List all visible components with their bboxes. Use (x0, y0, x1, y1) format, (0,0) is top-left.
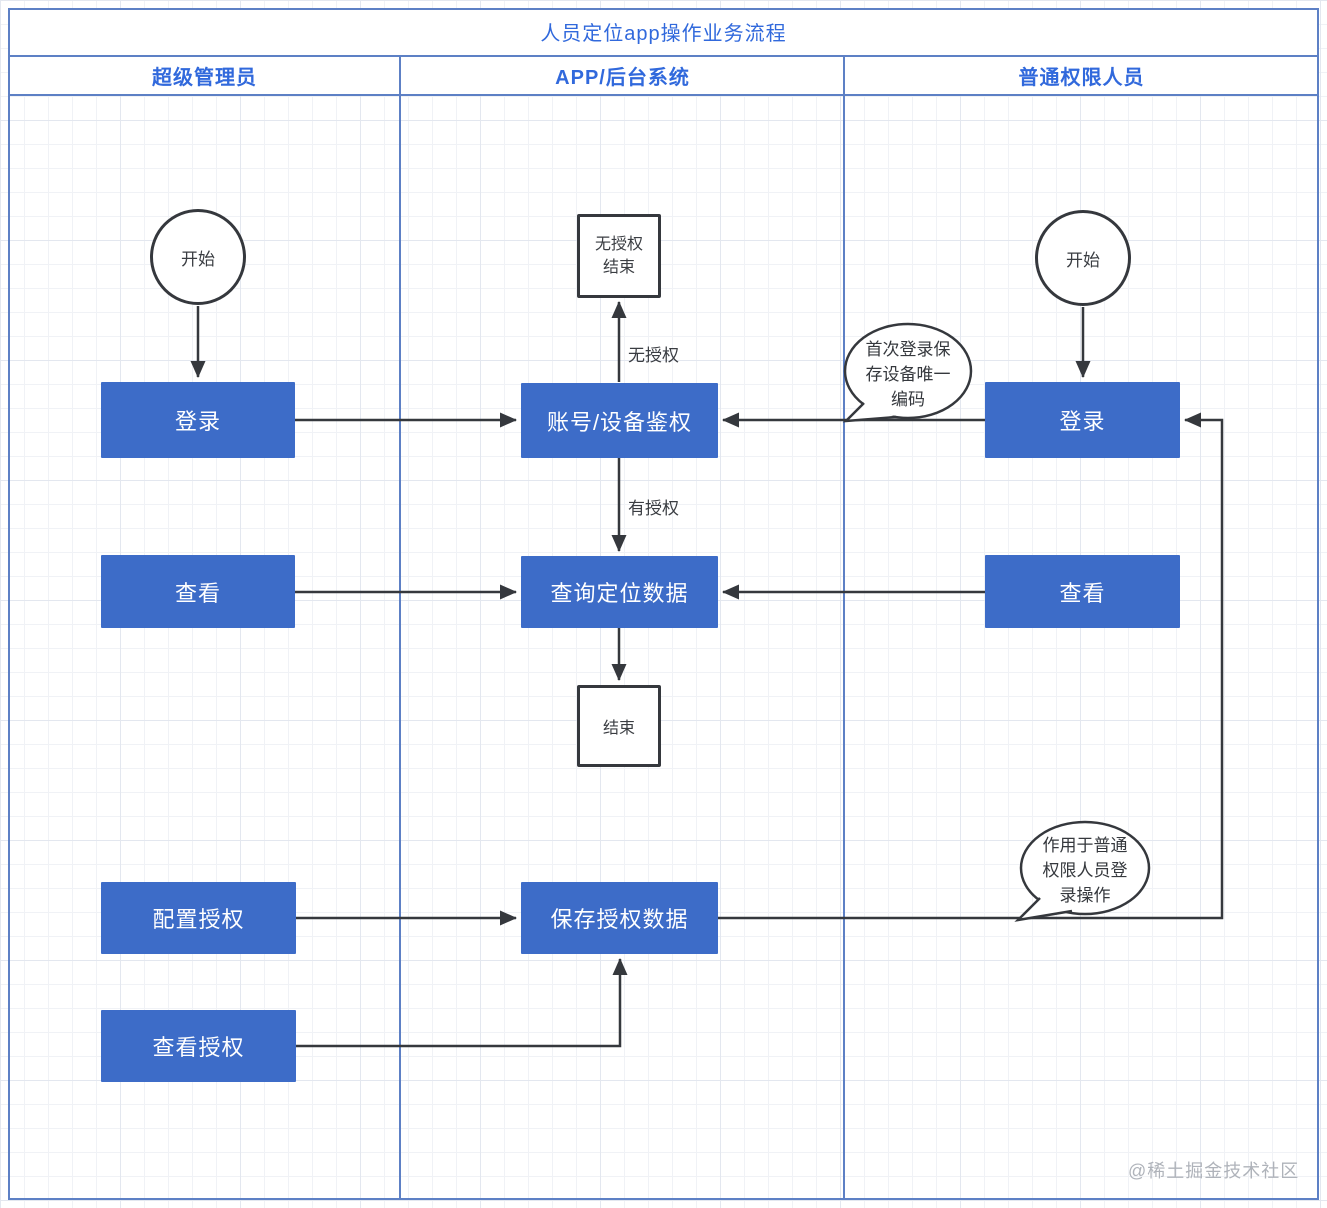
node-label: 查看 (1059, 580, 1106, 606)
diagram-title-band: 人员定位app操作业务流程 (8, 8, 1319, 57)
annotation-applies-to: 作用于普通权限人员登录操作 (1042, 836, 1128, 905)
node-label: 结束 (602, 720, 635, 737)
node-auth-check: 账号/设备鉴权 (521, 383, 718, 458)
lane-header-user: 普通权限人员 (1018, 67, 1145, 89)
node-label: 登录 (174, 409, 221, 434)
lane-header-system: APP/后台系统 (555, 67, 690, 89)
node-admin-config-auth: 配置授权 (101, 882, 296, 954)
node-label: 配置授权 (152, 907, 245, 932)
node-label: 开始 (1066, 250, 1100, 270)
diagram-title: 人员定位app操作业务流程 (540, 23, 787, 45)
edge-label-has-auth: 有授权 (628, 499, 679, 518)
edge-save-to-user-login (718, 412, 1224, 920)
node-label: 查看授权 (152, 1035, 245, 1060)
node-admin-view: 查看 (101, 555, 295, 628)
node-admin-login: 登录 (101, 382, 295, 458)
lane-header-row: 超级管理员 APP/后台系统 普通权限人员 (8, 57, 1319, 96)
annotation-first-login: 首次登录保存设备唯一编码 (865, 340, 951, 409)
node-no-auth-end: 无授权 结束 (577, 214, 661, 298)
node-label: 查看 (174, 580, 221, 606)
node-save-auth: 保存授权数据 (521, 882, 718, 954)
node-user-view: 查看 (985, 555, 1180, 628)
node-label: 查询定位数据 (550, 581, 689, 606)
edge-label-no-auth: 无授权 (628, 346, 679, 365)
node-label: 开始 (181, 249, 215, 269)
lane-divider-1 (399, 57, 401, 1200)
node-label: 无授权 结束 (594, 236, 643, 276)
node-end: 结束 (577, 685, 661, 767)
lane-divider-2 (843, 57, 845, 1200)
node-user-start: 开始 (1035, 210, 1131, 306)
node-admin-start: 开始 (150, 209, 246, 305)
node-user-login: 登录 (985, 382, 1180, 458)
lane-header-admin: 超级管理员 (152, 67, 257, 89)
edge-view-auth-to-save (295, 958, 628, 1048)
node-label: 保存授权数据 (550, 907, 689, 932)
watermark: @稀土掘金技术社区 (1128, 1161, 1300, 1181)
node-admin-view-auth: 查看授权 (101, 1010, 296, 1082)
node-label: 账号/设备鉴权 (546, 409, 693, 435)
node-label: 登录 (1059, 409, 1106, 434)
node-query-location: 查询定位数据 (521, 556, 718, 628)
